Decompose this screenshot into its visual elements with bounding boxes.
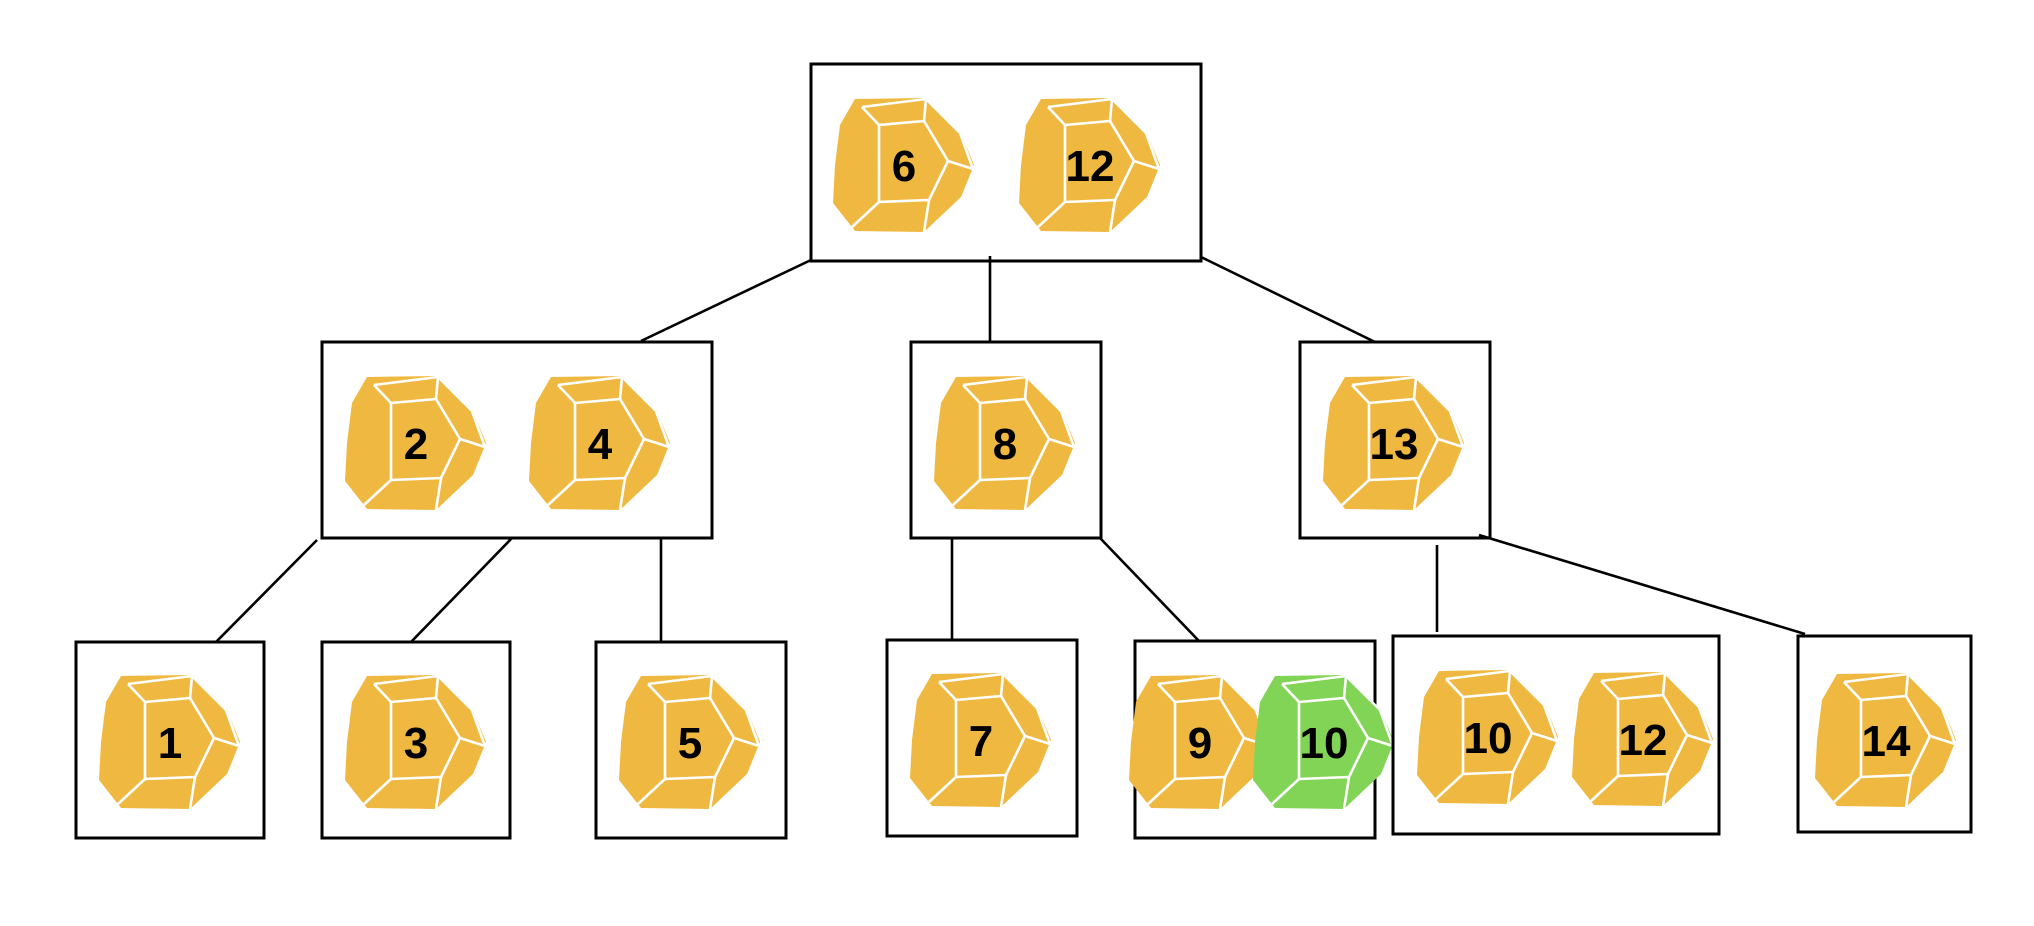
dodecahedron-icon	[1815, 672, 1957, 808]
key: 13	[1323, 375, 1465, 511]
key-label: 5	[678, 719, 702, 768]
dodecahedron-icon	[1129, 674, 1271, 810]
key-label: 7	[969, 717, 993, 766]
key: 12	[1572, 671, 1714, 807]
key-label: 3	[404, 719, 428, 768]
node-box	[809, 62, 1203, 263]
node-box	[320, 640, 512, 840]
key: 6	[833, 97, 975, 233]
edge-root-to-mid-right	[1200, 255, 1376, 344]
key-label: 1	[158, 719, 182, 768]
key: 7	[910, 672, 1052, 808]
dodecahedron-icon	[619, 674, 761, 810]
key-label: 12	[1619, 716, 1668, 765]
dodecahedron-icon	[1323, 375, 1465, 511]
key: 5	[619, 674, 761, 810]
key-label: 2	[404, 420, 428, 469]
dodecahedron-icon	[1417, 669, 1559, 805]
edge-mid-center-to-leaf-9-10	[1099, 537, 1200, 642]
node-box	[74, 640, 266, 840]
key: 1	[99, 674, 241, 810]
key-label: 9	[1188, 719, 1212, 768]
key-label: 8	[993, 420, 1017, 469]
dodecahedron-icon	[1253, 674, 1395, 810]
key: 9	[1129, 674, 1271, 810]
tree-node-root: 6 12	[809, 62, 1203, 263]
node-box	[1298, 340, 1492, 540]
key: 3	[345, 674, 487, 810]
edges-layer	[215, 255, 1806, 643]
key: 2	[345, 375, 487, 511]
dodecahedron-icon	[345, 375, 487, 511]
dodecahedron-icon	[833, 97, 975, 233]
tree-node-leaf-1: 1	[74, 640, 266, 840]
tree-node-leaf-14: 14	[1796, 634, 1973, 834]
dodecahedron-icon	[934, 375, 1076, 511]
dodecahedron-icon	[1019, 97, 1161, 233]
dodecahedron-icon	[529, 375, 671, 511]
edge-mid-right-to-leaf-14	[1478, 533, 1806, 636]
key: 12	[1019, 97, 1161, 233]
key-label: 10	[1300, 719, 1349, 768]
dodecahedron-icon	[99, 674, 241, 810]
node-box	[885, 638, 1079, 838]
node-box	[1391, 634, 1721, 836]
node-box	[320, 340, 714, 540]
tree-node-leaf-10-12: 10 12	[1391, 634, 1721, 836]
key-label: 10	[1464, 714, 1513, 763]
key-label: 13	[1370, 420, 1419, 469]
key: 8	[934, 375, 1076, 511]
edge-root-to-mid-left	[640, 258, 812, 343]
key-label: 4	[588, 420, 613, 469]
dodecahedron-icon	[345, 674, 487, 810]
edge-mid-left-to-leaf-3	[410, 537, 513, 643]
tree-node-leaf-5: 5	[594, 640, 788, 840]
tree-node-mid-right: 13	[1298, 340, 1492, 540]
dodecahedron-icon	[910, 672, 1052, 808]
node-box	[909, 340, 1103, 540]
key: 4	[529, 375, 671, 511]
key-label: 14	[1862, 717, 1911, 766]
key-highlighted: 10	[1253, 674, 1395, 810]
key: 10	[1417, 669, 1559, 805]
tree-node-leaf-9-10: 9 10	[1129, 639, 1395, 840]
dodecahedron-icon	[1572, 671, 1714, 807]
key-label: 6	[892, 142, 916, 191]
key-label: 12	[1066, 142, 1115, 191]
tree-node-mid-center: 8	[909, 340, 1103, 540]
key: 14	[1815, 672, 1957, 808]
node-box	[594, 640, 788, 840]
tree-node-leaf-3: 3	[320, 640, 512, 840]
node-box	[1796, 634, 1973, 834]
tree-node-leaf-7: 7	[885, 638, 1079, 838]
edge-mid-left-to-leaf-1	[215, 539, 318, 643]
